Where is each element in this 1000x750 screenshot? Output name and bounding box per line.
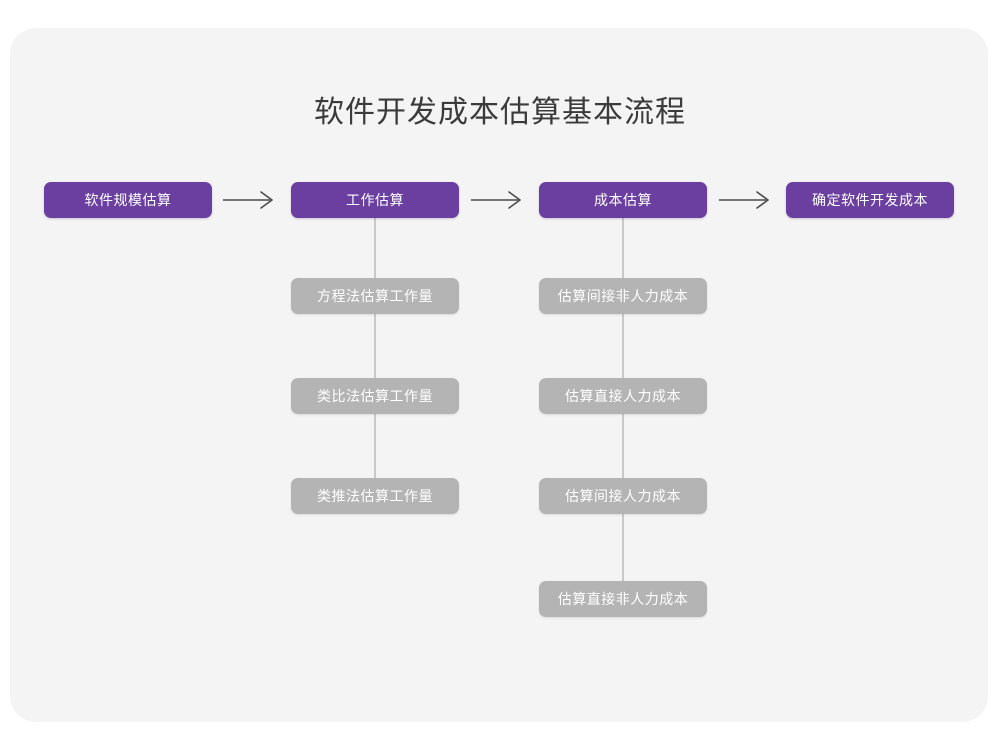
connector-work-to-method-1 bbox=[374, 218, 376, 278]
step-node-software-size-estimation[interactable]: 软件规模估算 bbox=[44, 182, 212, 218]
sub-node-indirect-labor-cost[interactable]: 估算间接人力成本 bbox=[539, 478, 707, 514]
sub-node-equation-method-workload[interactable]: 方程法估算工作量 bbox=[291, 278, 459, 314]
sub-node-analogy-method-workload[interactable]: 类比法估算工作量 bbox=[291, 378, 459, 414]
step-node-cost-estimation[interactable]: 成本估算 bbox=[539, 182, 707, 218]
step-node-work-estimation[interactable]: 工作估算 bbox=[291, 182, 459, 218]
step-node-determine-development-cost[interactable]: 确定软件开发成本 bbox=[786, 182, 954, 218]
connector-method-1-to-2 bbox=[374, 314, 376, 378]
connector-item-2-to-3 bbox=[622, 414, 624, 478]
sub-node-direct-labor-cost[interactable]: 估算直接人力成本 bbox=[539, 378, 707, 414]
diagram-card bbox=[10, 28, 988, 722]
arrow-step1-to-step2-icon bbox=[222, 189, 280, 211]
arrow-step2-to-step3-icon bbox=[470, 189, 528, 211]
arrow-step3-to-step4-icon bbox=[718, 189, 776, 211]
sub-node-indirect-nonlabor-cost[interactable]: 估算间接非人力成本 bbox=[539, 278, 707, 314]
connector-method-2-to-3 bbox=[374, 414, 376, 478]
connector-cost-to-item-1 bbox=[622, 218, 624, 278]
sub-node-inference-method-workload[interactable]: 类推法估算工作量 bbox=[291, 478, 459, 514]
connector-item-1-to-2 bbox=[622, 314, 624, 378]
page-title: 软件开发成本估算基本流程 bbox=[314, 96, 686, 129]
connector-item-3-to-4 bbox=[622, 514, 624, 581]
sub-node-direct-nonlabor-cost[interactable]: 估算直接非人力成本 bbox=[539, 581, 707, 617]
